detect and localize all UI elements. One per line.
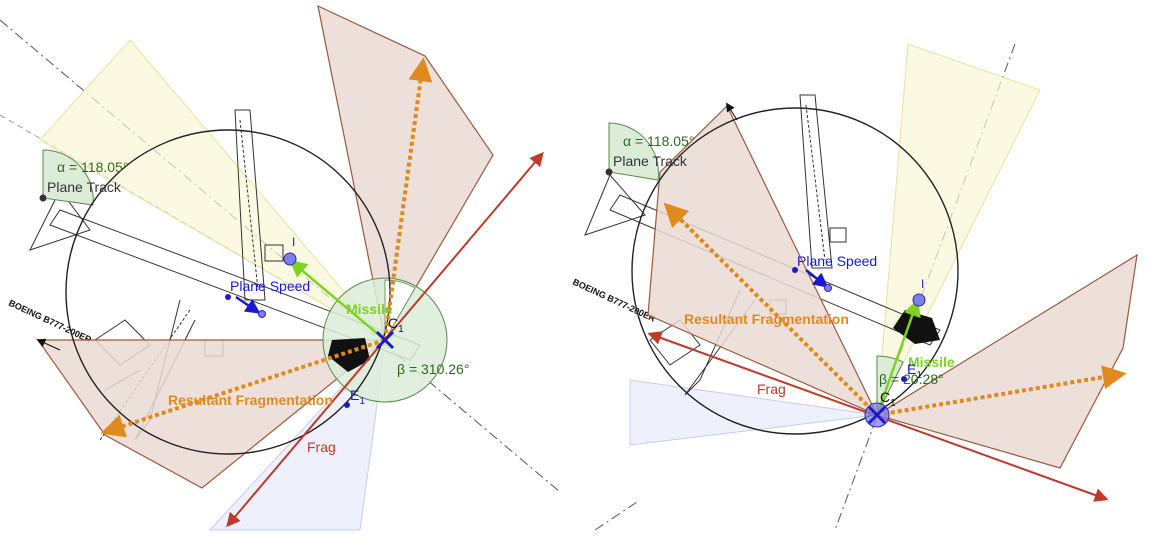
plane-speed-arrow (805, 269, 829, 288)
plane-speed-label: Plane Speed (230, 278, 310, 294)
missile-arrow (289, 259, 386, 341)
point-i (912, 293, 926, 307)
beta-label: β = 20.28° (879, 371, 944, 387)
aircraft-direction-arrow (726, 102, 738, 121)
alpha-label: α = 118.05° (57, 159, 128, 175)
point-e (901, 376, 907, 382)
point-speed-end (258, 310, 266, 318)
plane-track-label: Plane Track (47, 179, 122, 195)
plane-speed-label: Plane Speed (797, 253, 877, 269)
point-e-label: E1 (350, 387, 365, 407)
resultant-arrow-left (663, 202, 879, 417)
frag-label: Frag (307, 439, 336, 455)
frag-label: Frag (757, 381, 786, 397)
beta-label: β = 310.26° (397, 361, 469, 377)
point-f (792, 267, 798, 273)
right-panel: BOEING B777-200ER α = 118.05° (571, 43, 1138, 531)
point-f (225, 294, 231, 300)
point-c-label: C1 (880, 389, 896, 409)
resultant-label: Resultant Fragmentation (168, 392, 333, 408)
plane-track-label: Plane Track (613, 153, 688, 169)
missile-label: Missile (908, 354, 955, 370)
point-speed-end (824, 284, 832, 292)
point-i-label: I (921, 277, 924, 291)
alpha-angle-sector (42, 149, 94, 206)
point-c-label: C1 (388, 315, 404, 335)
resultant-label: Resultant Fragmentation (684, 311, 849, 327)
point-e (344, 402, 350, 408)
lower-guide-line (594, 499, 641, 531)
missile-label: Missile (346, 301, 393, 317)
alpha-angle-sector (608, 122, 659, 181)
alpha-label: α = 118.05° (623, 133, 694, 149)
resultant-arrow-up (383, 57, 433, 341)
resultant-arrow-down (100, 338, 386, 438)
aircraft-direction-arrow (36, 338, 61, 351)
plane-speed-arrow (235, 295, 261, 314)
aircraft-label: BOEING B777-200ER (571, 277, 657, 324)
cross-marker-icon (375, 330, 395, 350)
plane-track-point (605, 168, 613, 176)
point-i-label: I (292, 235, 295, 249)
left-panel: BOEING B777-200ER α = 118.05° (0, 4, 561, 531)
cross-marker-icon (867, 405, 887, 425)
point-e-label: E1 (907, 361, 922, 381)
point-i (283, 252, 297, 266)
missile-arrow (875, 298, 921, 416)
plane-track-point (39, 194, 47, 202)
aircraft-label: BOEING B777-200ER (7, 298, 93, 345)
